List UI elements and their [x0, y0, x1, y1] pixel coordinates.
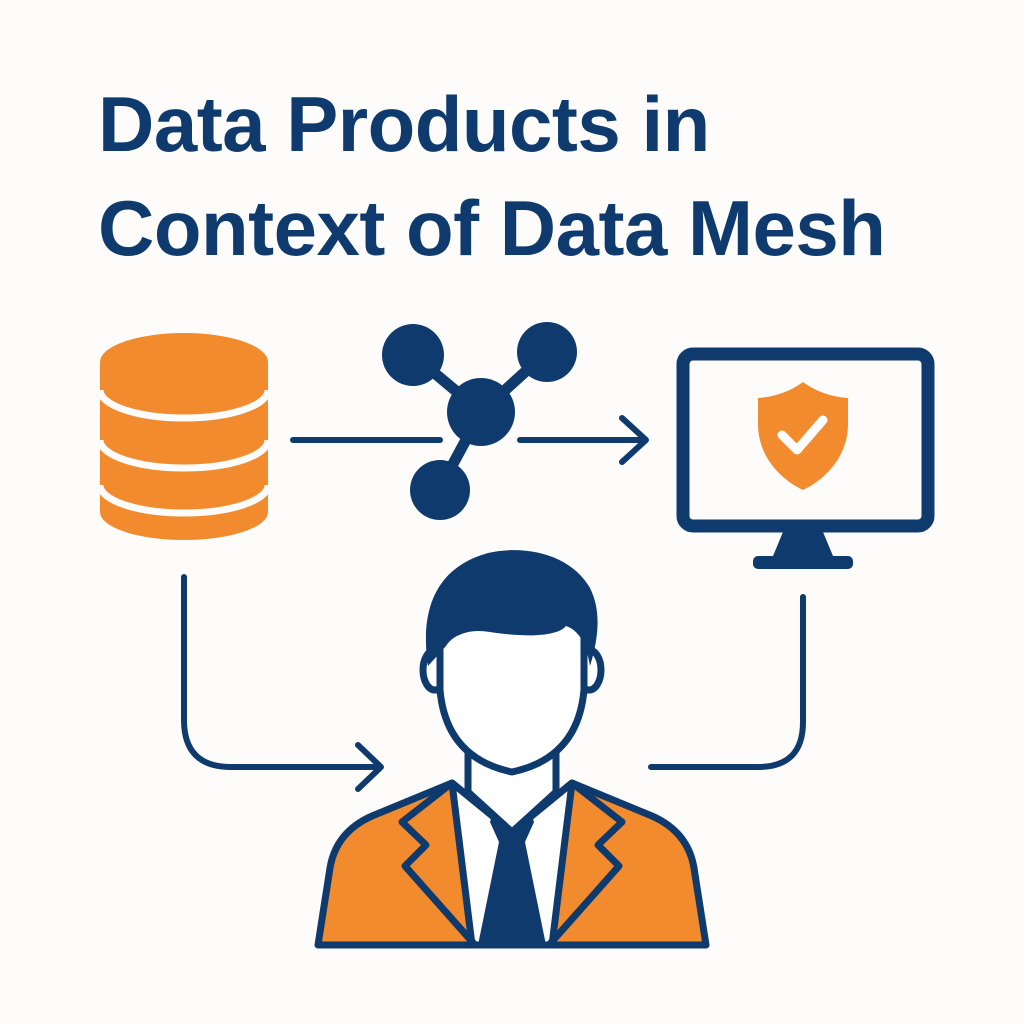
page-title: Data Products in Context of Data Mesh: [98, 72, 886, 280]
title-line-1: Data Products in: [98, 80, 710, 168]
person-businessman-icon: [314, 550, 710, 949]
title-line-2: Context of Data Mesh: [98, 184, 886, 272]
monitor-shield-icon: [676, 347, 935, 569]
arrow-database-to-monitor: [290, 415, 649, 465]
checkmark-icon: [777, 415, 828, 455]
connector-monitor-to-person: [648, 594, 806, 770]
network-graph-icon: [382, 322, 577, 520]
arrow-database-to-person: [181, 574, 384, 792]
database-icon: [96, 333, 272, 540]
